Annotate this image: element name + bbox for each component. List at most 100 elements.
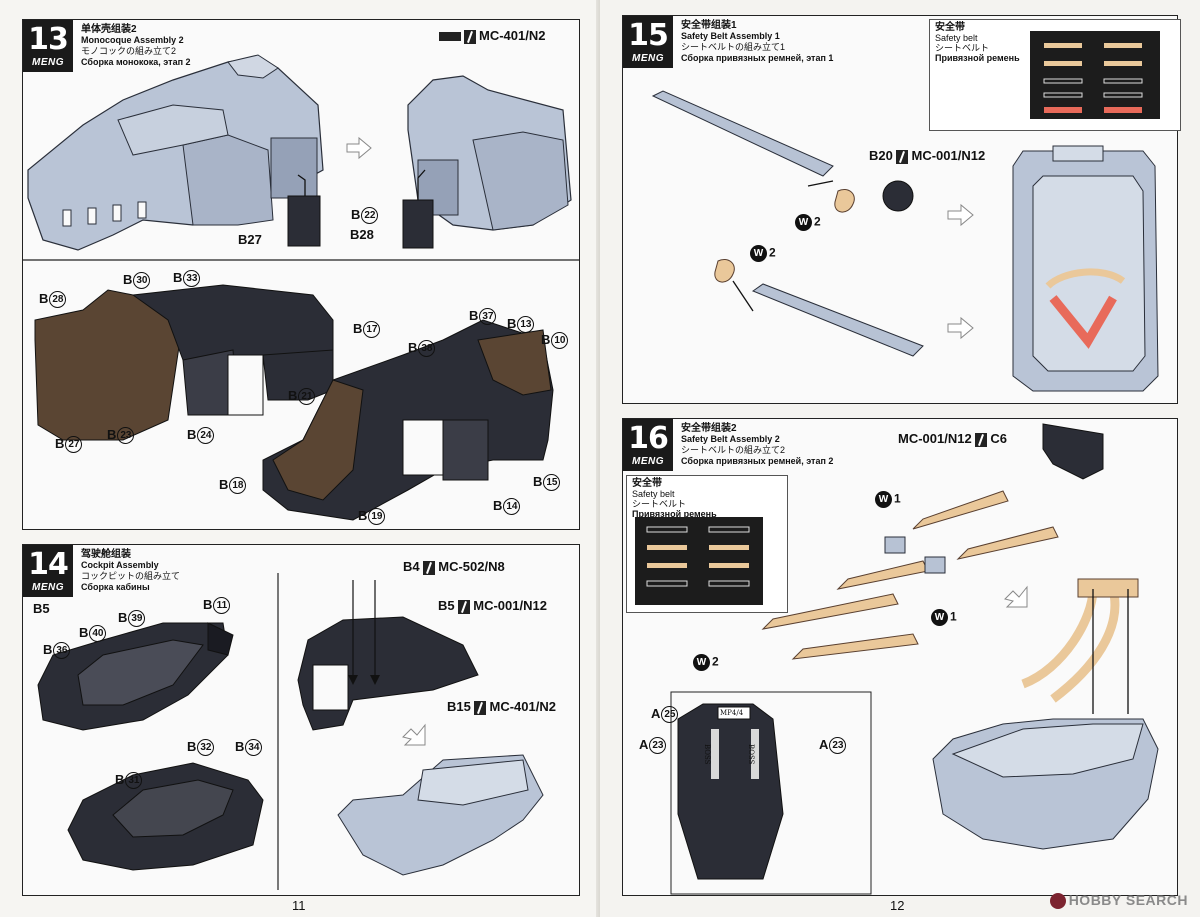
cockpit-illustration: [37, 573, 544, 890]
label-b27: B27: [238, 232, 262, 247]
step-14-title: 驾驶舱组装 Cockpit Assembly コックピットの組み立て Сборк…: [81, 549, 180, 593]
brand-logo: MENG: [32, 57, 64, 68]
paint-slash-icon: [464, 29, 476, 44]
part-label: B20: [869, 148, 893, 163]
step-number: 15: [628, 18, 669, 53]
paint-slash-icon: [423, 560, 436, 575]
title-jp: シートベルトの組み立て1: [681, 42, 786, 52]
label-b5: B5: [33, 601, 50, 616]
part-label: B5: [438, 598, 455, 613]
belt-sheet-16: [635, 517, 763, 605]
seat-text-boss-right: BOSS: [747, 744, 755, 765]
paint-code: MC-001/N12: [898, 431, 972, 446]
left-page: 13 MENG 单体壳组装2 Monocoque Assembly 2 モノコッ…: [0, 0, 600, 917]
info-cn: 安全带: [935, 22, 965, 33]
title-jp: シートベルトの組み立て2: [681, 445, 786, 455]
label-b28: B28: [350, 227, 374, 242]
info-cn: 安全带: [632, 478, 662, 489]
part-label: B15: [447, 699, 471, 714]
step-number: 14: [28, 547, 69, 582]
paint-code: MC-401/N2: [489, 699, 556, 714]
step-16-badge: 16 MENG: [623, 419, 673, 471]
title-cn: 安全带组装2: [681, 423, 737, 434]
right-page: 15 MENG 安全带组装1 Safety Belt Assembly 1 シー…: [600, 0, 1200, 917]
title-cn: 驾驶舱组装: [81, 549, 131, 560]
title-en: Safety Belt Assembly 2: [681, 434, 780, 444]
belt-sheet-15: [1030, 31, 1160, 119]
step-15-title: 安全带组装1 Safety Belt Assembly 1 シートベルトの組み立…: [681, 20, 833, 64]
brand-logo: MENG: [32, 582, 64, 593]
paint-code: MC-502/N8: [438, 559, 505, 574]
title-ru: Сборка привязных ремней, этап 2: [681, 456, 834, 466]
seat-text-mp4: MP4/4: [720, 709, 744, 717]
paint-slash-icon: [896, 149, 909, 164]
safety-belt-16-illustration: [670, 423, 1159, 895]
hobby-search-logo-icon: [1049, 893, 1066, 909]
paint-code: MC-001/N12: [473, 598, 547, 613]
step-15-badge: 15 MENG: [623, 16, 673, 68]
step-14-badge: 14 MENG: [23, 545, 73, 597]
paint-slash-icon: [474, 700, 487, 715]
title-en: Safety Belt Assembly 1: [681, 31, 780, 41]
paint-ref-16: MC-001/N12 C6: [898, 431, 1007, 447]
step-13-title: 单体壳组装2 Monocoque Assembly 2 モノコックの組み立て2 …: [81, 24, 191, 68]
title-cn: 单体壳组装2: [81, 24, 137, 35]
seat-text-boss-left: BOSS: [703, 744, 711, 765]
title-ru: Сборка монокока, этап 2: [81, 57, 191, 67]
part-label: C6: [990, 431, 1007, 446]
step-13-panel: 13 MENG 单体壳组装2 Monocoque Assembly 2 モノコッ…: [22, 19, 580, 530]
brand-logo: MENG: [632, 53, 664, 64]
info-jp: シートベルト: [632, 499, 687, 509]
info-ru: Привязной ремень: [935, 53, 1020, 63]
info-ru: Привязной ремень: [632, 509, 717, 519]
title-cn: 安全带组装1: [681, 20, 737, 31]
step-14-panel: 14 MENG 驾驶舱组装 Cockpit Assembly コックピットの組み…: [22, 544, 580, 896]
safety-belt-15-illustration: [651, 90, 1159, 392]
info-en: Safety belt: [935, 33, 978, 43]
paint-slash-icon: [975, 432, 988, 447]
step-16-title: 安全带组装2 Safety Belt Assembly 2 シートベルトの組み立…: [681, 423, 833, 467]
title-ru: Сборка привязных ремней, этап 1: [681, 53, 834, 63]
title-jp: モノコックの組み立て2: [81, 46, 177, 56]
paint-ref-b4: B4 MC-502/N8: [403, 559, 505, 575]
paint-ref-b5: B5 MC-001/N12: [438, 598, 547, 614]
paint-ref-b20: B20 MC-001/N12: [869, 148, 985, 164]
page-number-right: 12: [890, 898, 905, 913]
monocoque-grey-illustration: [23, 54, 579, 521]
step-number: 13: [28, 22, 69, 57]
step-13-badge: 13 MENG: [23, 20, 73, 72]
watermark: HOBBY SEARCH: [1049, 892, 1188, 909]
title-ru: Сборка кабины: [81, 582, 150, 592]
info-jp: シートベルト: [935, 43, 990, 53]
step-16-panel: 16 MENG 安全带组装2 Safety Belt Assembly 2 シー…: [622, 418, 1178, 896]
title-en: Monocoque Assembly 2: [81, 35, 184, 45]
